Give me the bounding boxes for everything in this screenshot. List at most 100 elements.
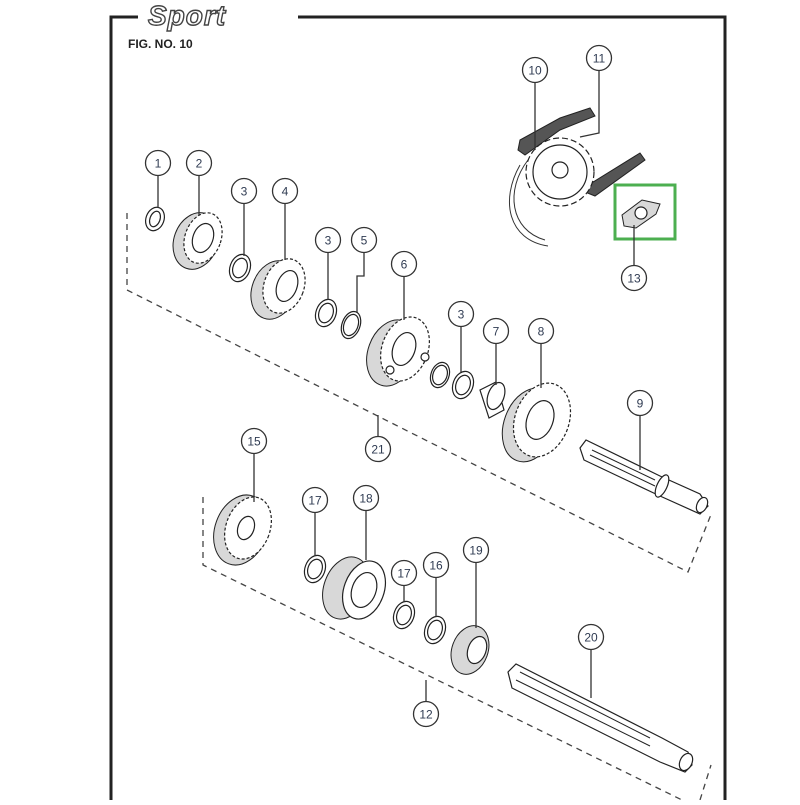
counter-shaft-part	[507, 663, 694, 773]
callout-number: 2	[196, 157, 203, 171]
callout-circle	[620, 264, 648, 292]
callout-circle	[447, 300, 475, 328]
callout-number: 19	[469, 544, 483, 558]
gear-part-18	[322, 556, 387, 620]
callout-circle	[144, 149, 172, 177]
thrust-washer-part	[392, 600, 416, 630]
callout-6: 6	[390, 250, 418, 278]
callout-circle	[314, 226, 342, 254]
gear-part-8	[501, 382, 572, 463]
callout-19: 19	[462, 536, 490, 564]
callout-12: 12	[412, 700, 440, 728]
highlight-box[interactable]	[613, 183, 677, 241]
callout-number: 4	[282, 185, 289, 199]
callout-circle	[482, 317, 510, 345]
callout-number: 12	[419, 708, 433, 722]
drive-sprocket-part	[525, 137, 595, 207]
leader-lines	[157, 71, 641, 701]
callout-circle	[585, 44, 613, 72]
callout-number: 18	[359, 492, 373, 506]
callout-2: 2	[185, 149, 213, 177]
main-shaft-assembly-outline	[126, 213, 713, 573]
callout-17: 17	[390, 559, 418, 587]
frame-right	[298, 15, 727, 800]
callout-circle	[271, 177, 299, 205]
callout-1: 1	[144, 149, 172, 177]
callout-18: 18	[352, 484, 380, 512]
callout-9: 9	[626, 389, 654, 417]
callout-circle	[390, 559, 418, 587]
callout-number: 16	[429, 559, 443, 573]
callout-3: 3	[314, 226, 342, 254]
callout-circle	[240, 427, 268, 455]
bushing-part	[479, 381, 506, 419]
callout-10: 10	[521, 56, 549, 84]
thrust-washer-part	[228, 253, 252, 283]
callout-number: 7	[493, 325, 500, 339]
callout-number: 20	[584, 631, 598, 645]
callout-circle	[364, 435, 392, 463]
callout-7: 7	[482, 317, 510, 345]
circlip-part	[423, 615, 447, 645]
callout-number: 21	[371, 443, 385, 457]
thrust-washer-part	[144, 206, 166, 232]
callout-15: 15	[240, 427, 268, 455]
callout-circle	[626, 389, 654, 417]
callout-3: 3	[447, 300, 475, 328]
callout-number: 10	[528, 64, 542, 78]
callout-circle	[352, 484, 380, 512]
callout-20: 20	[577, 623, 605, 651]
callout-circle	[185, 149, 213, 177]
callout-circle	[527, 317, 555, 345]
main-shaft-part	[579, 439, 709, 515]
callout-number: 11	[593, 52, 606, 66]
callout-3: 3	[230, 177, 258, 205]
callout-5: 5	[350, 226, 378, 254]
callout-circle	[521, 56, 549, 84]
callout-circle	[412, 700, 440, 728]
circlip-part	[340, 310, 362, 340]
callout-circle	[422, 551, 450, 579]
sprocket-plate-part	[621, 199, 661, 229]
callout-number: 9	[637, 397, 644, 411]
callout-number: 3	[241, 185, 248, 199]
gear-part-2	[172, 212, 223, 270]
callout-13: 13	[620, 264, 648, 292]
thrust-washer-part	[314, 298, 338, 328]
callout-16: 16	[422, 551, 450, 579]
callout-number: 6	[401, 258, 408, 272]
thrust-washer-part	[451, 370, 475, 400]
callout-8: 8	[527, 317, 555, 345]
callout-circle	[230, 177, 258, 205]
thrust-washer-part	[303, 554, 327, 584]
callout-number: 3	[325, 234, 332, 248]
callout-circle	[301, 486, 329, 514]
callout-4: 4	[271, 177, 299, 205]
callout-21: 21	[364, 435, 392, 463]
callout-number: 17	[308, 494, 322, 508]
callout-number: 5	[361, 234, 368, 248]
callout-17: 17	[301, 486, 329, 514]
figure-number: FIG. NO. 10	[128, 37, 193, 51]
gear-part-19	[450, 625, 490, 675]
gear-part-6	[366, 316, 430, 387]
callout-circle	[462, 536, 490, 564]
callout-circle	[577, 623, 605, 651]
sport-logo: Sport	[142, 0, 233, 32]
callout-circle	[350, 226, 378, 254]
callout-number: 1	[155, 157, 162, 171]
callout-number: 17	[397, 567, 411, 581]
gear-part-15	[213, 494, 272, 566]
callout-number: 8	[538, 325, 545, 339]
callout-circle	[390, 250, 418, 278]
counter-shaft-assembly-outline	[202, 497, 683, 801]
frame-left	[109, 15, 138, 800]
callout-number: 3	[458, 308, 465, 322]
circlip-part	[429, 361, 451, 389]
gear-part-4	[250, 258, 306, 320]
counter-shaft-assembly-outline-end	[699, 764, 712, 801]
callout-number: 15	[247, 435, 261, 449]
